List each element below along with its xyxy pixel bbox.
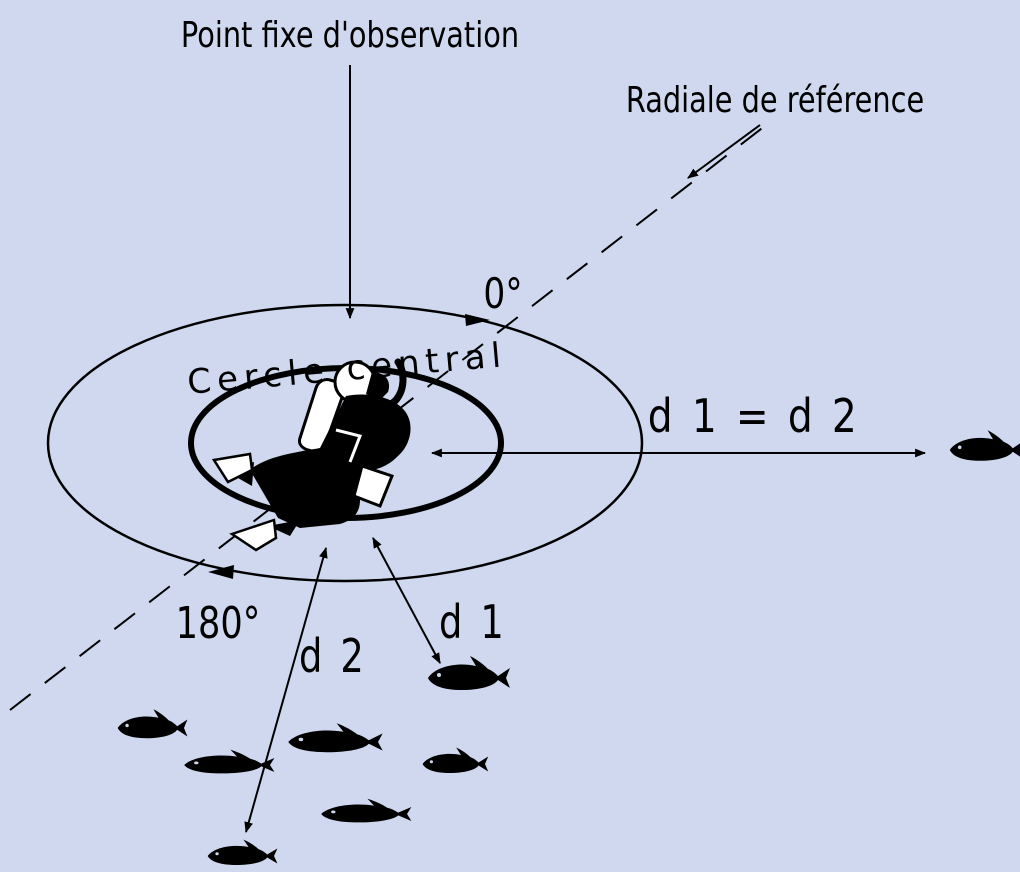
fish-icon bbox=[208, 840, 278, 866]
fish-icon bbox=[428, 656, 510, 690]
fish-icon bbox=[423, 748, 489, 774]
distance-arrow-d2 bbox=[246, 548, 326, 832]
angle-zero-label: 0° bbox=[483, 270, 522, 319]
distance-d1-label: d 1 bbox=[439, 595, 507, 649]
reference-radial-label: Radiale de référence bbox=[626, 79, 924, 121]
fish-icon bbox=[118, 709, 188, 738]
observation-point-label: Point fixe d'observation bbox=[181, 14, 519, 56]
fish-icon bbox=[184, 750, 274, 774]
distance-arrow-d1 bbox=[373, 538, 440, 663]
fish-icon bbox=[321, 799, 411, 823]
distance-equation-label: d 1 = d 2 bbox=[648, 390, 860, 444]
angle-180-label: 180° bbox=[176, 598, 261, 649]
fish-icon bbox=[950, 430, 1020, 461]
reference-radial-arrow bbox=[688, 125, 760, 178]
distance-d2-label: d 2 bbox=[299, 629, 367, 683]
fish-icon bbox=[288, 723, 382, 752]
